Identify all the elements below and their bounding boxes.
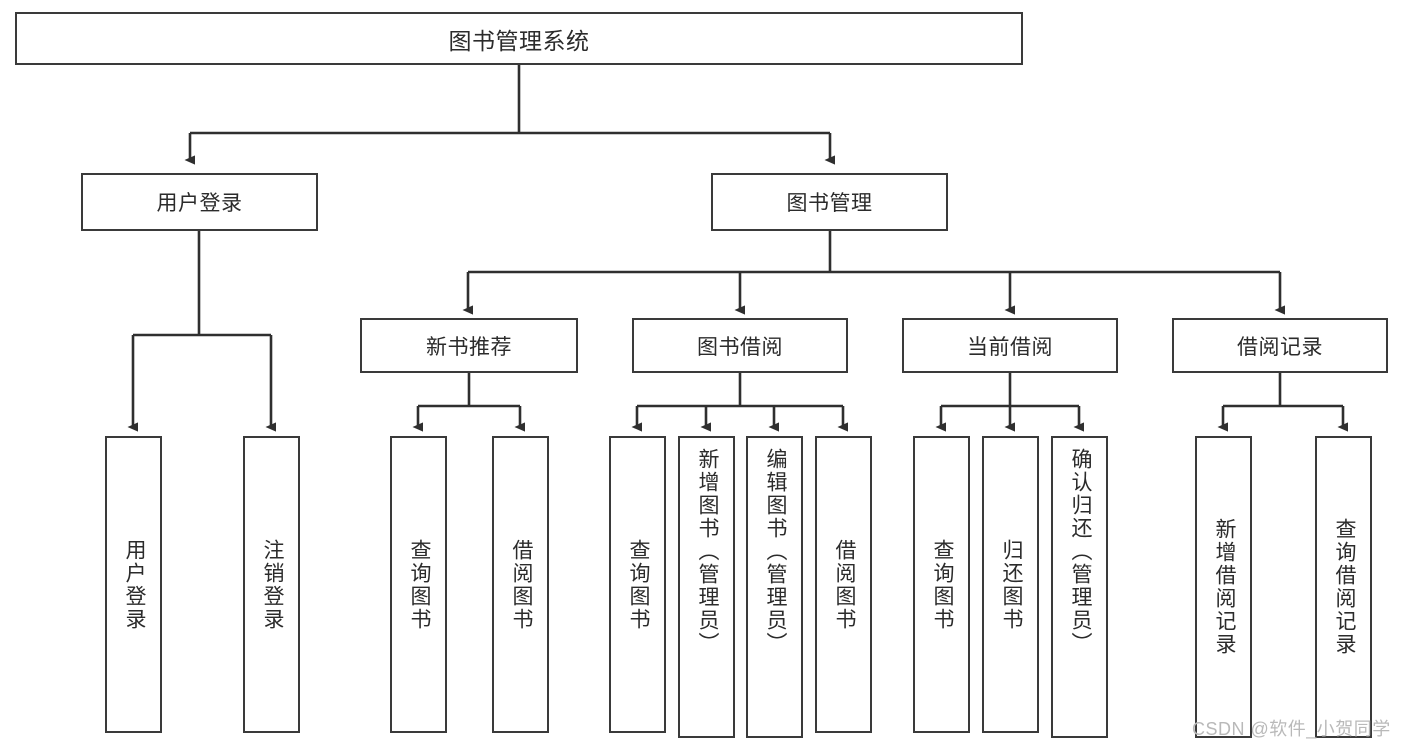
node-root-system[interactable]: 图书管理系统	[15, 12, 1023, 65]
leaf-newbook-query-book[interactable]: 查询图书	[390, 436, 447, 733]
leaf-user-login-signin[interactable]: 用户登录	[105, 436, 162, 733]
leaf-current-return-book[interactable]: 归还图书	[982, 436, 1039, 733]
leaf-newbook-borrow-book[interactable]: 借阅图书	[492, 436, 549, 733]
node-book-borrow[interactable]: 图书借阅	[632, 318, 848, 373]
leaf-user-login-signout[interactable]: 注销登录	[243, 436, 300, 733]
node-user-login[interactable]: 用户登录	[81, 173, 318, 231]
leaf-record-query-borrow-record[interactable]: 查询借阅记录	[1315, 436, 1372, 738]
node-new-book-recommend[interactable]: 新书推荐	[360, 318, 578, 373]
leaf-borrow-edit-book-admin[interactable]: 编辑图书（管理员）	[746, 436, 803, 738]
leaf-current-confirm-return-admin[interactable]: 确认归还（管理员）	[1051, 436, 1108, 738]
leaf-current-query-book[interactable]: 查询图书	[913, 436, 970, 733]
node-current-borrow[interactable]: 当前借阅	[902, 318, 1118, 373]
node-borrow-record[interactable]: 借阅记录	[1172, 318, 1388, 373]
node-book-management[interactable]: 图书管理	[711, 173, 948, 231]
leaf-borrow-borrow-book[interactable]: 借阅图书	[815, 436, 872, 733]
leaf-record-add-borrow-record[interactable]: 新增借阅记录	[1195, 436, 1252, 738]
leaf-borrow-add-book-admin[interactable]: 新增图书（管理员）	[678, 436, 735, 738]
leaf-borrow-query-book[interactable]: 查询图书	[609, 436, 666, 733]
csdn-watermark: CSDN @软件_小贺同学	[1192, 719, 1391, 739]
